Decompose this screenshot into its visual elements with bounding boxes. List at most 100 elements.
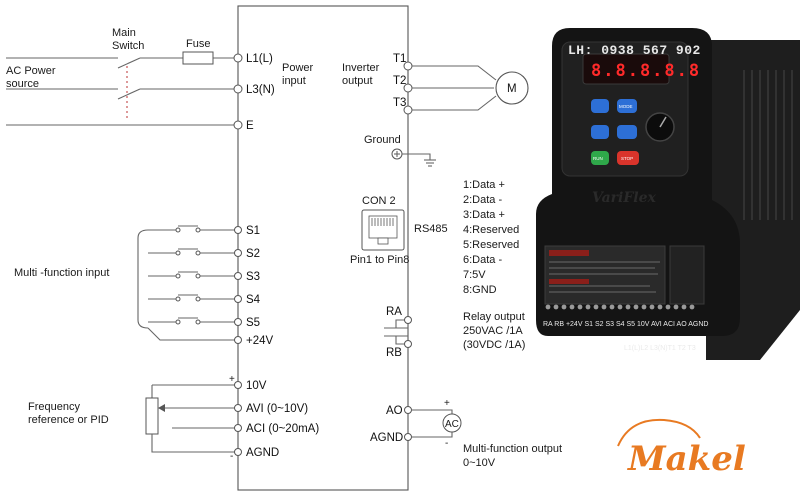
multi-input-label: Multi -function input bbox=[14, 267, 109, 279]
terminal-e-label: E bbox=[246, 120, 254, 132]
power-input-label: Power input bbox=[282, 62, 316, 87]
terminal-ao-label: AO bbox=[386, 405, 403, 417]
ac-meter-label: AC bbox=[445, 419, 459, 430]
ao-wire bbox=[412, 409, 453, 414]
key-mode bbox=[617, 99, 637, 113]
meter-plus-sign: + bbox=[444, 398, 450, 409]
product-brand: VariFlex bbox=[592, 190, 657, 206]
wiper-arrow bbox=[158, 404, 165, 412]
rs485-pin-item: 8:GND bbox=[463, 284, 497, 296]
potentiometer bbox=[145, 397, 159, 435]
terminal-ra-label: RA bbox=[386, 306, 402, 318]
switch-blade-1 bbox=[117, 57, 141, 69]
rs485-label: RS485 bbox=[414, 223, 448, 235]
main-switch-label: Main Switch bbox=[112, 27, 144, 52]
terminal-agnd-label: AGND bbox=[246, 447, 279, 459]
rs485-pin-item: 1:Data + bbox=[463, 179, 505, 191]
rs485-pin-item: 5:Reserved bbox=[463, 239, 519, 251]
fuse-symbol bbox=[182, 51, 214, 65]
terminal-avi bbox=[234, 404, 242, 412]
ac-meter-symbol bbox=[442, 413, 462, 433]
multi-output-label: Multi-function output 0~10V bbox=[463, 443, 565, 469]
terminal-ra bbox=[404, 316, 412, 324]
inverter-product-image: 8.8.8.8.8 MODE RUN STOP VariFlex bbox=[536, 28, 800, 360]
key-up bbox=[591, 99, 609, 113]
rs485-pin-item: 4:Reserved bbox=[463, 224, 519, 236]
heatsink-fins bbox=[743, 70, 793, 220]
pin-range-label: Pin1 to Pin8 bbox=[350, 254, 409, 266]
terminal-s4-label: S4 bbox=[246, 294, 261, 306]
agnd-line bbox=[151, 434, 238, 453]
terminal-aci-label: ACI (0~20mA) bbox=[246, 423, 319, 435]
key-stop bbox=[617, 151, 639, 165]
logo-text: Makel bbox=[627, 439, 746, 479]
rs485-pin-item: 2:Data - bbox=[463, 194, 502, 206]
terminal-s3 bbox=[234, 272, 242, 280]
rs485-pin-list: 1:Data + 2:Data - 3:Data + 4:Reserved 5:… bbox=[463, 179, 519, 296]
ac-power-label: AC Power source bbox=[6, 65, 59, 90]
terminal-s2-label: S2 bbox=[246, 248, 260, 260]
power-row-label: L1(L)L2 L3(N)T1 T2 T3 bbox=[624, 345, 696, 352]
motor-label: M bbox=[507, 83, 517, 95]
switch-blade-2 bbox=[117, 88, 141, 100]
plus-sign: + bbox=[229, 374, 235, 385]
logo-swoosh bbox=[617, 418, 701, 447]
terminal-row-label: RA RB +24V S1 S2 S3 S4 S5 10V AVI ACI AO… bbox=[543, 321, 708, 328]
terminal-s2 bbox=[234, 249, 242, 257]
terminal-24v bbox=[234, 336, 242, 344]
key-mode-label: MODE bbox=[619, 104, 633, 109]
terminal-agnd-right bbox=[404, 433, 412, 441]
key-down bbox=[591, 125, 609, 139]
terminal-t3 bbox=[403, 105, 413, 115]
terminal-rb-label: RB bbox=[386, 347, 402, 359]
terminal-s1-label: S1 bbox=[246, 225, 260, 237]
terminal-l1 bbox=[233, 53, 243, 63]
terminal-10v-label: 10V bbox=[246, 380, 267, 392]
t1-wire bbox=[412, 65, 497, 81]
terminal-t1-label: T1 bbox=[393, 53, 406, 65]
terminal-t3-label: T3 bbox=[393, 97, 406, 109]
terminal-s3-label: S3 bbox=[246, 271, 260, 283]
inverter-output-label: Inverter output bbox=[342, 62, 382, 87]
key-run bbox=[591, 151, 609, 165]
terminal-agnd bbox=[234, 448, 242, 456]
terminal-t2 bbox=[403, 83, 413, 93]
terminal-s1 bbox=[234, 226, 242, 234]
makel-logo: Makel bbox=[617, 418, 746, 479]
con2-label: CON 2 bbox=[362, 195, 396, 207]
terminal-t1 bbox=[403, 61, 413, 71]
agnd-right-wire bbox=[412, 432, 453, 438]
terminal-t2-label: T2 bbox=[393, 75, 406, 87]
t3-wire bbox=[412, 95, 497, 111]
rs485-pin-item: 3:Data + bbox=[463, 209, 505, 221]
terminal-agnd-right-label: AGND bbox=[370, 432, 403, 444]
fuse-label: Fuse bbox=[186, 38, 210, 50]
rs485-pin-item: 6:Data - bbox=[463, 254, 502, 266]
terminal-l3 bbox=[233, 84, 243, 94]
terminal-avi-label: AVI (0~10V) bbox=[246, 403, 308, 415]
terminal-rb bbox=[404, 340, 412, 348]
terminal-s5-label: S5 bbox=[246, 317, 260, 329]
terminal-s5 bbox=[234, 318, 242, 326]
terminal-s4 bbox=[234, 295, 242, 303]
ground-label: Ground bbox=[364, 134, 401, 146]
terminal-l1-label: L1(L) bbox=[246, 53, 273, 65]
relay-output-label: Relay output 250VAC /1A (30VDC /1A) bbox=[463, 311, 528, 351]
key-enter bbox=[617, 125, 637, 139]
input-brace bbox=[137, 229, 149, 329]
key-run-label: RUN bbox=[593, 156, 603, 161]
meter-minus-sign: - bbox=[445, 438, 448, 449]
terminal-10v bbox=[234, 381, 242, 389]
rs485-pin-item: 7:5V bbox=[463, 269, 486, 281]
ground-wire bbox=[402, 153, 431, 160]
terminal-24v-label: +24V bbox=[246, 335, 274, 347]
terminal-aci bbox=[234, 424, 242, 432]
common-line bbox=[147, 327, 238, 341]
terminal-ao bbox=[404, 406, 412, 414]
led-digits: 8.8.8.8.8 bbox=[591, 61, 701, 81]
key-stop-label: STOP bbox=[621, 156, 633, 161]
motor-symbol bbox=[495, 71, 529, 105]
hotline-text: LH: 0938 567 902 bbox=[568, 43, 701, 58]
